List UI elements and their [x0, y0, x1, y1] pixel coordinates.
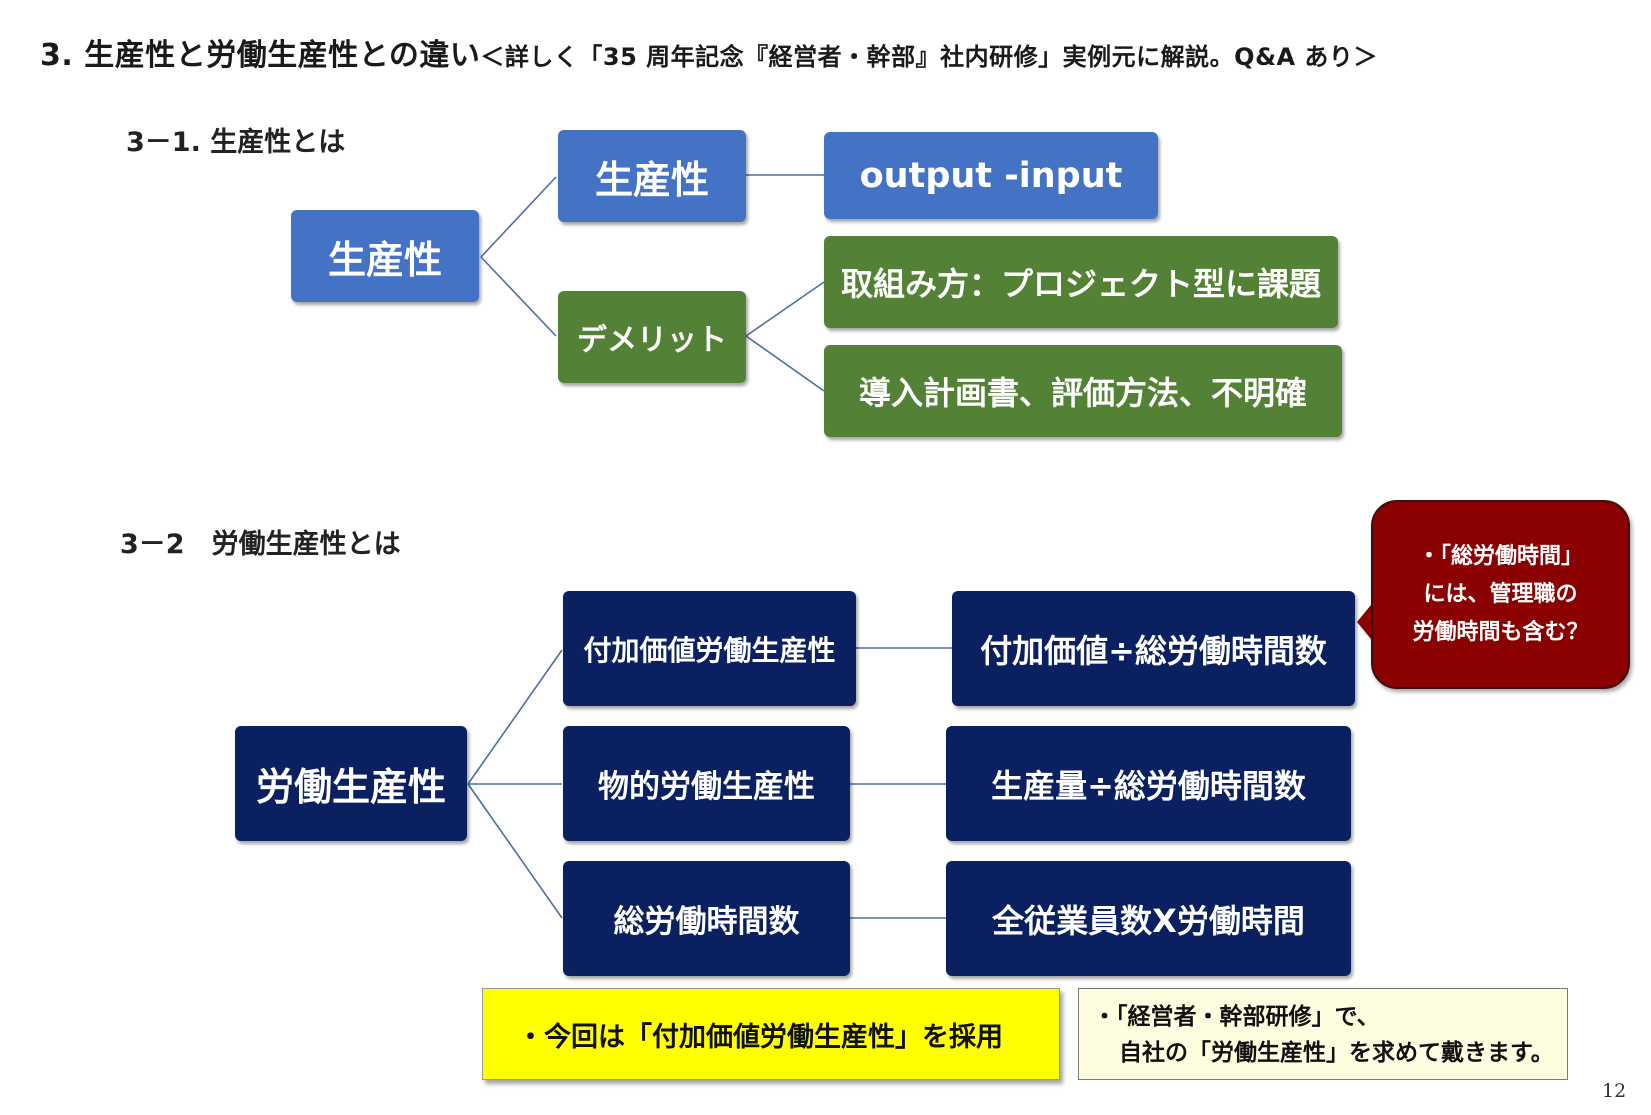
node-demerit: デメリット [558, 291, 746, 383]
connector-root-productivity [480, 176, 557, 258]
connector-demerit-1 [745, 281, 825, 337]
node-labor-productivity-root: 労働生産性 [235, 726, 467, 841]
section1-label: 3－1. 生産性とは [126, 127, 346, 158]
node-productivity: 生産性 [558, 130, 746, 222]
node-total-labor-hours-formula: 全従業員数X労働時間 [946, 861, 1351, 976]
node-demerit-approach: 取組み方：プロジェクト型に課題 [824, 236, 1338, 328]
callout-line-2: には、管理職の [1423, 581, 1578, 607]
note-training-line-2: 自社の「労働生産性」を求めて戴きます。 [1119, 1040, 1554, 1066]
node-demerit-plan: 導入計画書、評価方法、不明確 [824, 345, 1342, 437]
node-total-labor-hours: 総労働時間数 [563, 861, 850, 976]
callout-tail [1357, 600, 1375, 644]
connector-demerit-2 [745, 335, 825, 392]
callout-line-3: 労働時間も含む？ [1412, 619, 1589, 645]
page-title-sub: ＜詳しく「35 周年記念『経営者・幹部』社内研修」実例元に解説。Q&A あり＞ [480, 43, 1378, 71]
node-value-added-formula: 付加価値÷総労働時間数 [952, 591, 1355, 706]
callout-line-1: ・「総労働時間」 [1417, 543, 1583, 569]
page-number: 12 [1602, 1080, 1627, 1102]
connector-labor-item-1 [467, 649, 563, 785]
page-title: 3. 生産性と労働生産性との違い＜詳しく「35 周年記念『経営者・幹部』社内研修… [40, 30, 1378, 74]
callout-manager-hours: ・「総労働時間」 には、管理職の 労働時間も含む？ [1371, 500, 1630, 689]
note-adopted-method: ・今回は「付加価値労働生産性」を採用 [482, 988, 1060, 1080]
page-title-main: 3. 生産性と労働生産性との違い [40, 38, 481, 73]
node-output-input: output -input [824, 132, 1158, 219]
connector-root-demerit [480, 256, 557, 337]
node-value-added-productivity: 付加価値労働生産性 [563, 591, 856, 706]
note-training-line-1: ・「経営者・幹部研修」で、 [1093, 1004, 1380, 1030]
note-training: ・「経営者・幹部研修」で、 自社の「労働生産性」を求めて戴きます。 [1078, 988, 1568, 1080]
node-physical-productivity: 物的労働生産性 [563, 726, 850, 841]
node-physical-formula: 生産量÷総労働時間数 [946, 726, 1351, 841]
section2-label: 3－2 労働生産性とは [120, 529, 401, 560]
node-productivity-root: 生産性 [291, 210, 479, 302]
connector-labor-item-3 [467, 783, 563, 919]
